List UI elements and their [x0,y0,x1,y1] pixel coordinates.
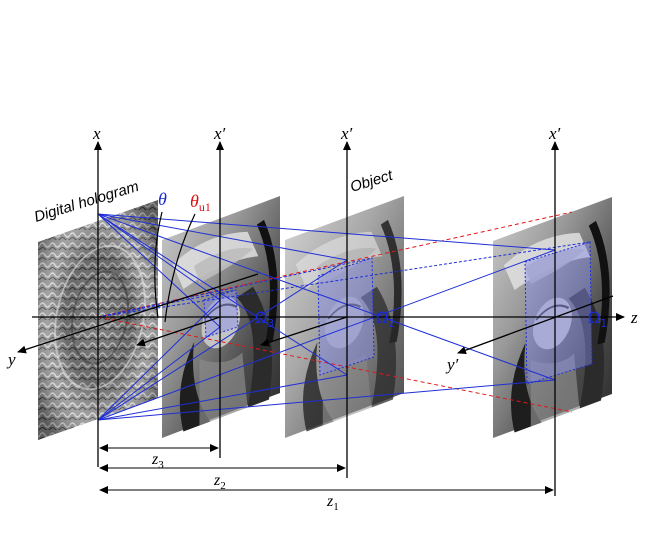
z-axis-label: z [630,308,638,327]
y-prime-axis-2 [260,316,348,347]
omega-3-region [203,289,239,338]
z2-label: z2 [213,472,226,492]
y-prime-axis-1 [136,316,221,347]
y-prime-axis-3 [457,295,614,354]
y-axis-line [17,273,259,354]
y-axis-label: y [6,350,16,369]
theta-pointer [154,211,163,319]
x-prime-label-3: x′ [548,124,561,143]
blue-ray-bottom-4 [97,249,556,421]
blue-ray-bottom-0 [97,299,221,421]
red-ray-lower [97,316,573,413]
blue-ray-top-1 [97,213,221,328]
blue-ray-top-5 [97,213,556,381]
blue-ray-bottom-3 [97,374,348,421]
omega-2-label: Ω2 [376,308,395,330]
blue-ray-top-3 [97,213,348,376]
theta-u1-label: θu1 [190,191,211,214]
omega-1-label: Ω1 [588,308,607,330]
axes [17,141,625,496]
distance-markers [99,444,554,494]
theta-u1-pointer [164,213,196,323]
z3-label: z3 [151,451,164,471]
blue-ray-top-2 [97,213,348,261]
blue-ray-bottom-5 [97,379,556,421]
x-prime-label-1: x′ [213,124,226,143]
blue-ray-bottom-2 [97,259,348,421]
z1-label: z1 [326,493,339,513]
y-prime-label: y′ [445,355,459,374]
blue-ray-axis-3 [97,241,591,318]
angle-pointers [154,211,196,323]
blue-ray-axis-2 [97,257,373,318]
blue-ray-bottom-1 [97,326,221,421]
theta-label: θ [158,189,167,209]
x-prime-label-2: x′ [340,124,353,143]
theta-rays [97,213,591,421]
blue-ray-top-0 [97,213,221,301]
object-label: Object [348,167,395,196]
x-axis-label: x [92,124,101,143]
omega-1-region [524,241,593,385]
omega-3-label: Ω3 [255,308,274,330]
blue-ray-top-4 [97,213,556,251]
